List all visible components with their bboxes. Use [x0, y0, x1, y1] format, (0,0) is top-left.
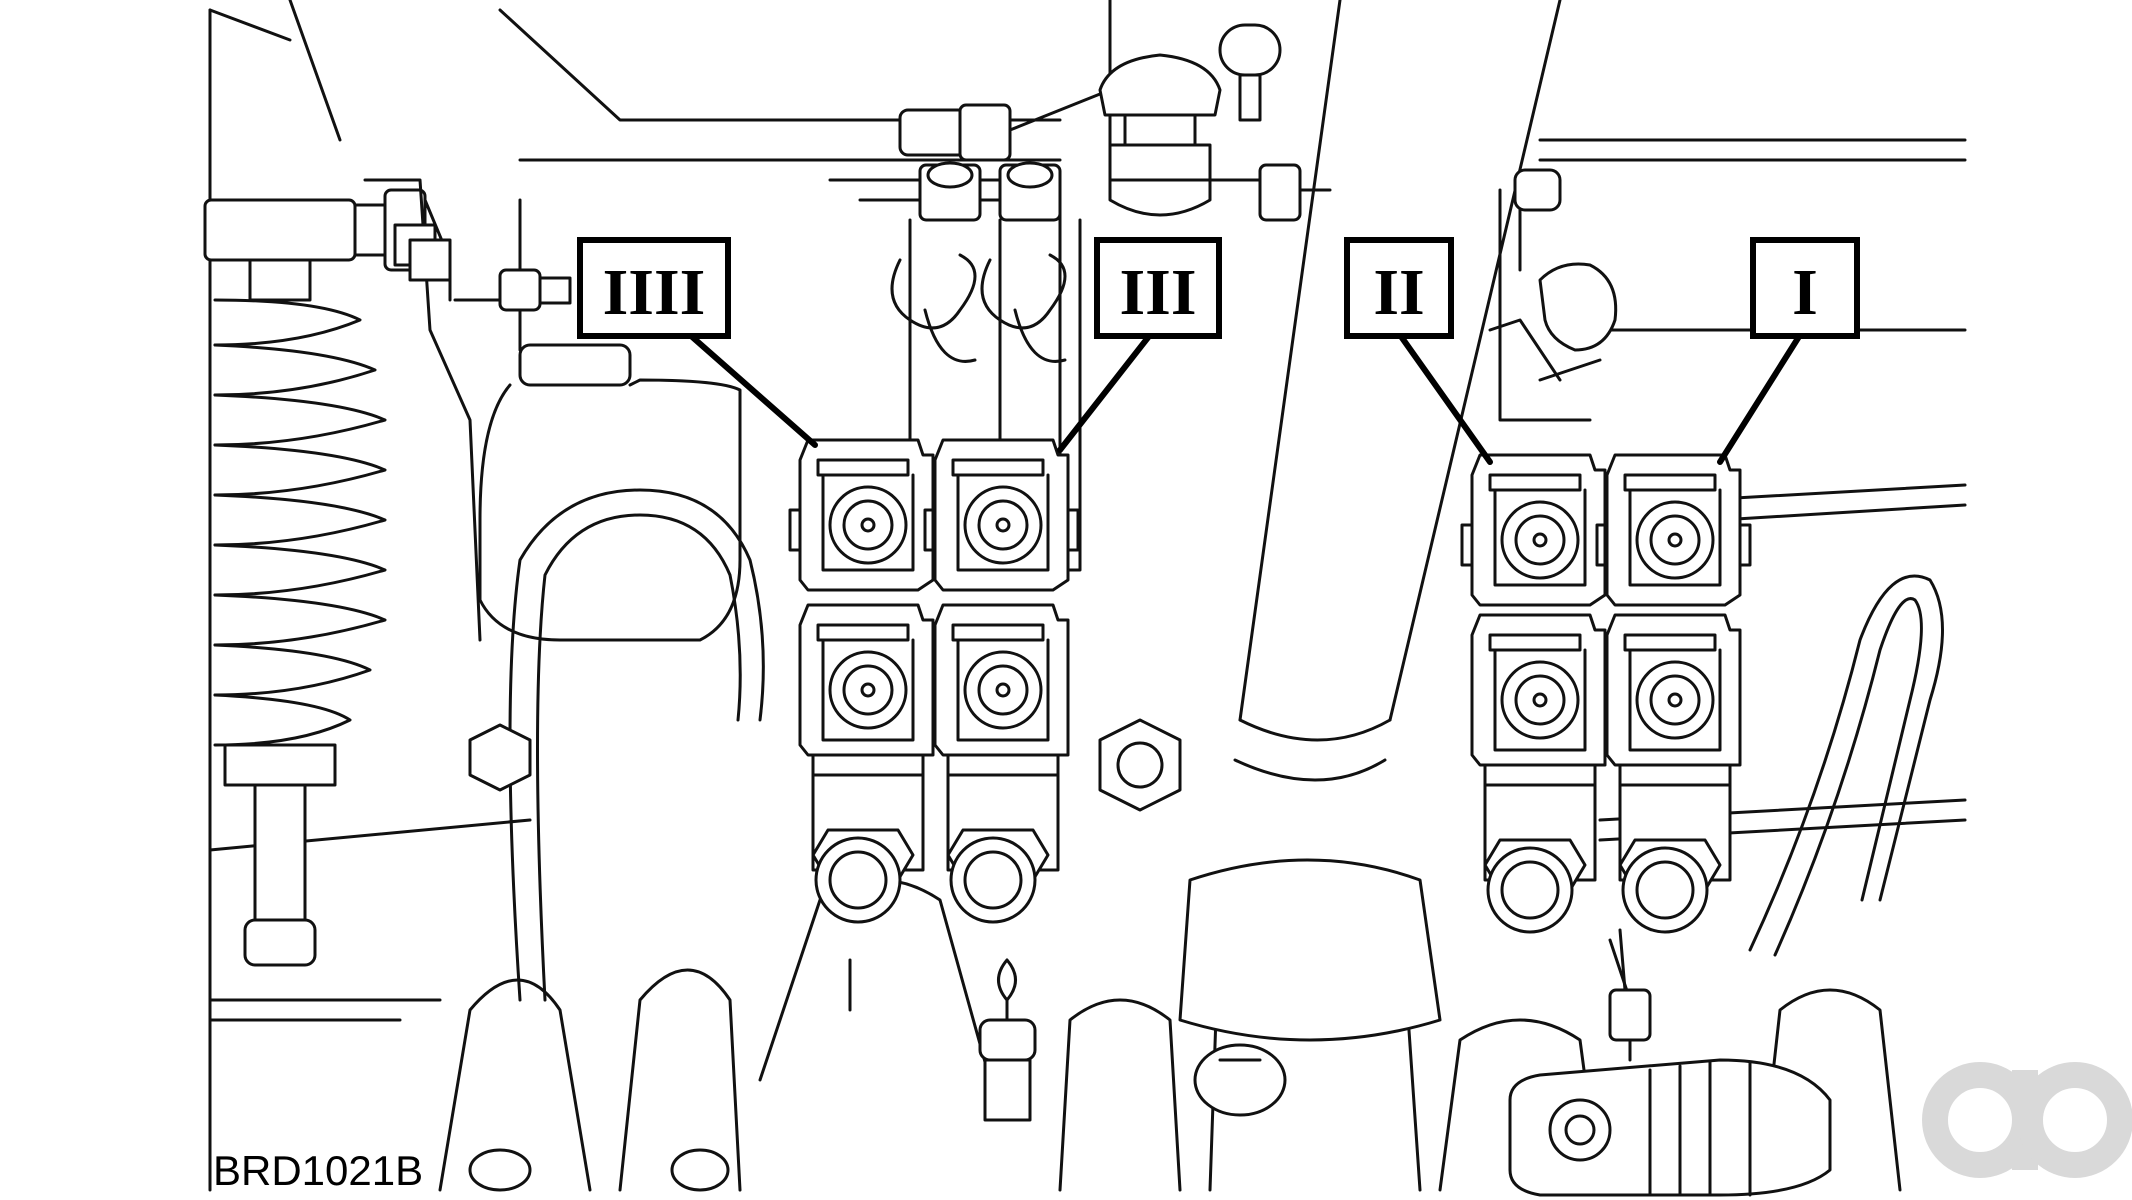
solenoid-valve-pair-right: [1460, 453, 1752, 934]
callout-label-text: II: [1373, 256, 1424, 329]
callout-label-III: III: [1094, 237, 1222, 339]
callout-label-text: I: [1792, 256, 1818, 329]
callout-label-II: II: [1344, 237, 1454, 339]
bottom-right-motor: [1508, 1058, 1832, 1197]
figure-reference-code: BRD1021B: [213, 1147, 423, 1194]
connector-cable: [848, 928, 1627, 1012]
filler-cap: [1098, 23, 1332, 222]
strut-bracket: [363, 178, 522, 642]
right-pipe-loop: [1748, 574, 1944, 957]
callout-label-IIII: IIII: [577, 237, 731, 339]
solenoid-valve-pair-left: [788, 438, 1080, 924]
callout-label-I: I: [1750, 237, 1860, 339]
steering-column: [1178, 0, 1562, 1192]
reservoir-tank: [478, 268, 742, 642]
callout-label-text: IIII: [603, 256, 706, 329]
hydraulic-pipe: [508, 488, 765, 1002]
valve-body-top: [890, 88, 1112, 572]
right-fittings: [1488, 168, 1618, 382]
callout-leaders: [687, 332, 1803, 465]
watermark-logo: [1922, 1062, 2132, 1178]
center-bolt: [468, 718, 1182, 812]
coil-spring-strut: [203, 188, 452, 967]
callout-label-text: III: [1119, 256, 1196, 329]
